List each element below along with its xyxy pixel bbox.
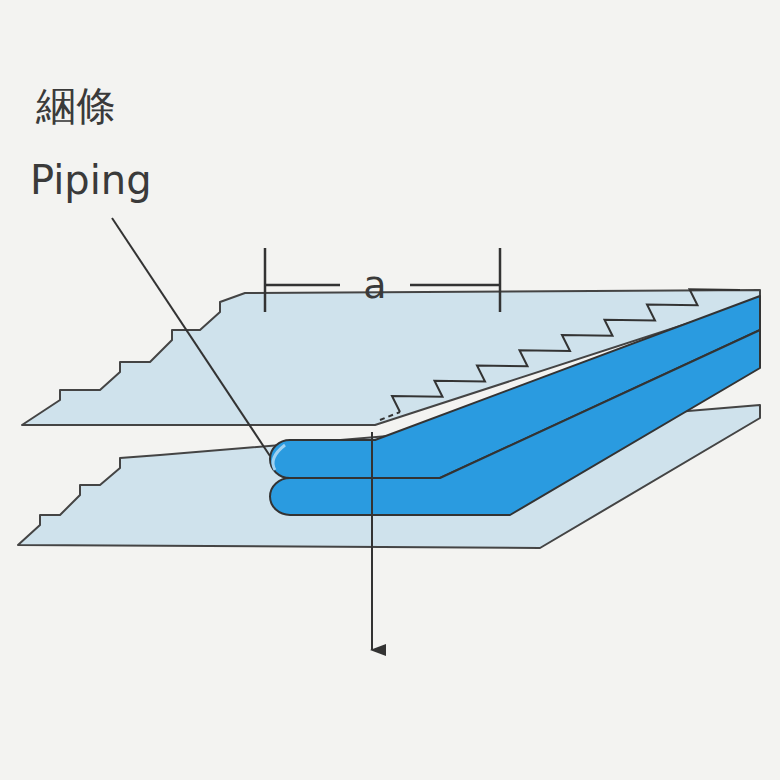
seam-arrow <box>371 432 373 650</box>
zigzag-stitch <box>380 289 740 420</box>
zigzag-stitch <box>392 289 740 412</box>
dimension-label: a <box>363 266 386 304</box>
part-label: Piping <box>30 160 152 200</box>
chinese-label: 綑條 <box>36 86 116 126</box>
stitch-dash <box>380 412 400 420</box>
leader-line <box>112 218 270 456</box>
piping-band <box>270 330 760 515</box>
dimension-bar <box>265 248 500 312</box>
